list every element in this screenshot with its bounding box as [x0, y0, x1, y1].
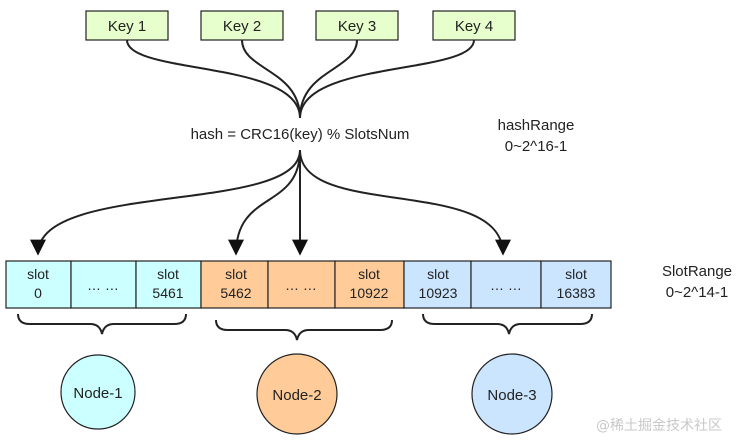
- slot-number: 5461: [152, 285, 183, 301]
- slot-cell: [267, 260, 336, 309]
- node-circle: [256, 353, 338, 435]
- slot-cell: [5, 260, 72, 309]
- slot-cell: [200, 260, 269, 309]
- brace: [215, 319, 393, 341]
- key-connector: [241, 39, 301, 119]
- key-label: Key 4: [455, 18, 493, 35]
- node-label: Node-3: [487, 387, 536, 404]
- slot-cell: [403, 260, 472, 309]
- slot-number: 5462: [220, 285, 251, 301]
- slot-label: slot: [427, 266, 449, 282]
- slot-label: slot: [225, 266, 247, 282]
- slot-cell: [70, 260, 137, 309]
- key-connector: [126, 39, 301, 119]
- node-circle: [471, 353, 553, 435]
- hash-range-value: 0~2^16-1: [505, 138, 568, 155]
- slot-arrow: [30, 149, 301, 256]
- hash-range-title: hashRange: [498, 117, 575, 134]
- slot-arrows: [30, 149, 511, 256]
- slot-ellipsis: … …: [87, 277, 119, 293]
- key-connectors: [126, 39, 475, 119]
- slot-number: 16383: [557, 285, 596, 301]
- key-box: Key 4: [432, 10, 516, 41]
- slot-row: slot 0 … … slot 5461 slot 5462 … … slot …: [5, 260, 612, 309]
- key-connector: [299, 39, 475, 119]
- slot-cell: [470, 260, 542, 309]
- watermark: @稀土掘金技术社区: [596, 418, 722, 434]
- key-box: Key 3: [315, 10, 399, 41]
- slot-arrow: [299, 149, 511, 256]
- key-boxes: Key 1 Key 2 Key 3 Key 4: [85, 10, 516, 41]
- slot-cell: [334, 260, 405, 309]
- nodes: Node-1 Node-2 Node-3: [60, 353, 553, 435]
- node-label: Node-2: [272, 387, 321, 404]
- key-box-rect: [85, 10, 169, 41]
- key-box: Key 2: [200, 10, 284, 41]
- slot-label: slot: [565, 266, 587, 282]
- slot-number: 10923: [419, 285, 458, 301]
- slot-arrow: [228, 149, 301, 256]
- slot-label: slot: [157, 266, 179, 282]
- key-label: Key 1: [108, 18, 146, 35]
- brace: [422, 313, 593, 335]
- group-braces: [17, 313, 593, 341]
- key-box: Key 1: [85, 10, 169, 41]
- hash-formula: hash = CRC16(key) % SlotsNum: [191, 126, 410, 143]
- slot-label: slot: [27, 266, 49, 282]
- slot-cell: [540, 260, 612, 309]
- key-connector: [299, 39, 358, 119]
- key-box-rect: [200, 10, 284, 41]
- slot-ellipsis: … …: [490, 277, 522, 293]
- key-label: Key 2: [223, 18, 261, 35]
- key-label: Key 3: [338, 18, 376, 35]
- slot-ellipsis: … …: [285, 277, 317, 293]
- node-label: Node-1: [73, 385, 122, 402]
- slot-range-value: 0~2^14-1: [666, 284, 729, 301]
- slot-number: 0: [34, 285, 42, 301]
- slot-range-title: SlotRange: [662, 263, 732, 280]
- node-circle: [60, 354, 136, 430]
- slot-label: slot: [358, 266, 380, 282]
- key-box-rect: [432, 10, 516, 41]
- brace: [17, 313, 187, 335]
- slot-number: 10922: [350, 285, 389, 301]
